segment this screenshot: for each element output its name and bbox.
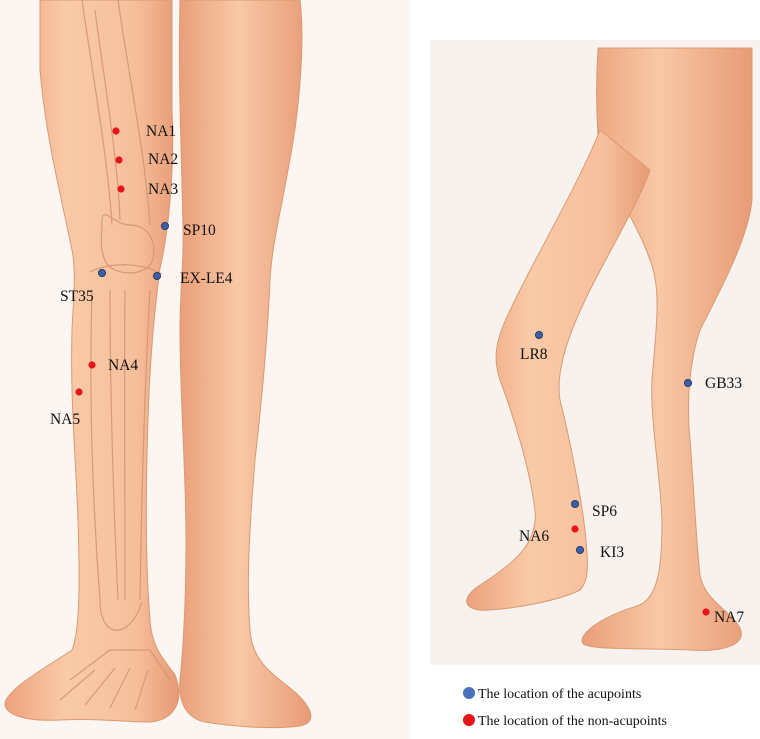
point-na1-label: NA1 [146,123,176,140]
point-st35-label: ST35 [60,288,94,305]
point-na4-marker [88,361,95,368]
point-na5-label: NA5 [50,411,80,428]
point-sp6-marker [571,500,578,507]
point-na1-marker [112,127,119,134]
point-lr8-label: LR8 [520,346,548,363]
legend-non-acupoint-label: The location of the non-acupoints [478,714,667,729]
point-na7-label: NA7 [714,609,744,626]
point-gb33-label: GB33 [705,375,742,392]
point-sp10-marker [161,222,168,229]
point-st35-marker [98,269,105,276]
point-na4-label: NA4 [108,357,138,374]
point-na6-marker [571,525,578,532]
point-na3-marker [117,185,124,192]
point-ex-le4-marker [153,272,160,279]
point-na7-marker [702,608,709,615]
legend-non-acupoint-marker [463,714,475,726]
point-gb33-marker [684,379,691,386]
point-lr8-marker [535,331,542,338]
point-ex-le4-label: EX-LE4 [180,270,233,287]
legend-acupoint-marker [463,687,475,699]
point-sp10-label: SP10 [183,222,216,239]
legend-acupoint-label: The location of the acupoints [478,687,641,702]
point-sp6-label: SP6 [592,503,617,520]
point-na5-marker [75,388,82,395]
point-na6-label: NA6 [519,528,549,545]
point-na2-marker [115,156,122,163]
point-ki3-label: KI3 [600,544,624,561]
point-na3-label: NA3 [148,181,178,198]
point-ki3-marker [576,546,583,553]
legend: The location of the acupoints The locati… [463,687,667,729]
point-na2-label: NA2 [148,151,178,168]
